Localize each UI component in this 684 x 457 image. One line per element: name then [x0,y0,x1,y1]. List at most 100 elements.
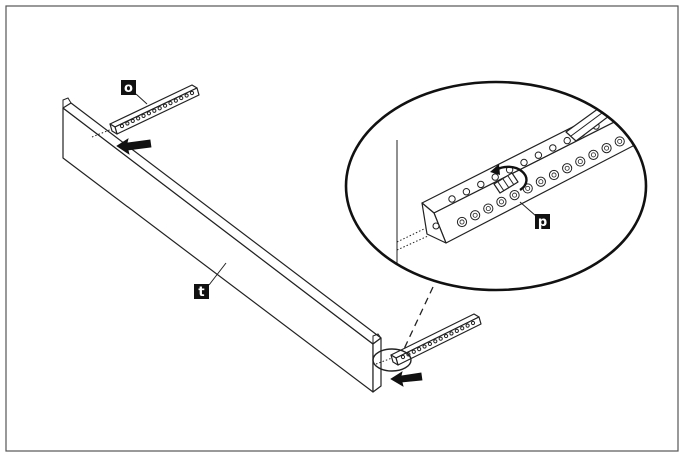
rail-hole [465,323,470,328]
rail-hole [438,336,443,341]
label-o-box [121,80,136,95]
rail-hole [125,121,130,126]
rail-hole [449,331,454,336]
label-p-leader [519,201,537,217]
zoom-end-hole [432,222,440,230]
rail-hole [562,163,573,174]
panel-right-tab [372,333,382,344]
rail-hole [483,203,494,214]
screw-thread-1 [497,181,505,192]
rail-hole [520,158,528,167]
rail-hole [477,180,485,189]
rail-hole [179,95,184,101]
zoom-contents [396,89,645,289]
rail-hole [575,156,586,167]
rail-hole [548,169,560,181]
rail-hole [189,90,195,96]
rail-hole [157,106,162,111]
rail-hole [460,326,465,331]
rail-hole-inner [512,192,518,198]
rail-hole [433,339,438,344]
label-t-box [194,284,209,299]
rail-o-end-face [109,123,118,135]
zoom-rail-end-face [421,202,447,244]
rail-hole [427,341,433,347]
insertion-guide-line [91,128,113,138]
rail-hole [168,101,173,106]
screw-thread-2 [502,178,510,189]
panel-left-tab [62,97,72,108]
zoom-outline [344,80,648,292]
label-t-leader [208,262,227,286]
rail-hole [184,93,189,98]
rail-bottom-holes [400,320,476,360]
label-o-text: o [124,81,133,96]
rail-hole [422,344,427,349]
zoom-guide-line-1 [396,235,429,251]
rail-o-holes [119,90,195,129]
label-o-leader [135,93,148,105]
rail-hole [601,143,612,154]
zoom-adjusting-screw [490,164,528,194]
rail-hole [454,328,459,333]
rail-hole [496,196,507,207]
rail-hole-inner [617,138,623,144]
push-arrow-left-bottom [390,371,423,387]
rail-hole-inner [525,185,531,191]
rail-hole [462,188,471,196]
rail-hole [411,349,416,354]
rail-hole [443,333,449,339]
rail-hole [417,347,422,352]
rail-hole [614,136,625,147]
rail-part-o [91,84,200,138]
rail-hole [119,123,125,129]
label-t-text: t [198,285,204,300]
screw-thread-3 [507,175,515,186]
rail-hole [141,113,146,118]
rail-hole [549,144,557,152]
rail-hole [162,103,168,108]
label-t: t [194,262,227,300]
label-p-box [535,214,550,229]
rail-hole [146,111,152,116]
label-p-text: p [538,215,547,230]
label-p: p [519,201,550,230]
rail-hole [470,210,481,221]
rail-hole [563,136,571,145]
rail-hole-inner [604,145,610,151]
rotate-arrow-icon [495,165,528,192]
rail-hole-inner [577,159,583,165]
detail-callout-circle [372,348,412,372]
panel [62,97,382,393]
rail-part-bottom [375,313,482,366]
rail-bottom-end-face [390,354,399,366]
zoom-front-holes [456,122,645,228]
rail-hole [448,195,456,203]
rail-hole [130,118,135,124]
insertion-guide-line-bottom [375,357,393,365]
rail-hole [588,149,599,160]
push-arrow-left-top [116,138,152,155]
rail-hole-inner [472,212,478,218]
rotate-arrow-head [490,164,500,175]
rail-hole-inner [564,165,570,171]
rail-hole-inner [551,172,557,178]
rail-hole [152,108,157,113]
rail-hole [491,173,499,181]
rail-hole-inner [459,219,465,225]
rail-hole-inner [485,206,491,212]
zoom-detail [344,80,648,292]
rail-hole [470,320,476,326]
rail-hole-inner [538,179,544,185]
rail-hole [534,151,543,159]
rail-hole [400,354,406,360]
rail-hole [173,98,178,103]
rail-hole [509,190,520,201]
rail-hole-inner [590,152,596,158]
label-o: o [121,80,148,105]
rail-hole [136,116,141,121]
rail-hole [456,216,468,228]
rail-hole-inner [498,199,504,205]
rail-hole [535,176,546,187]
